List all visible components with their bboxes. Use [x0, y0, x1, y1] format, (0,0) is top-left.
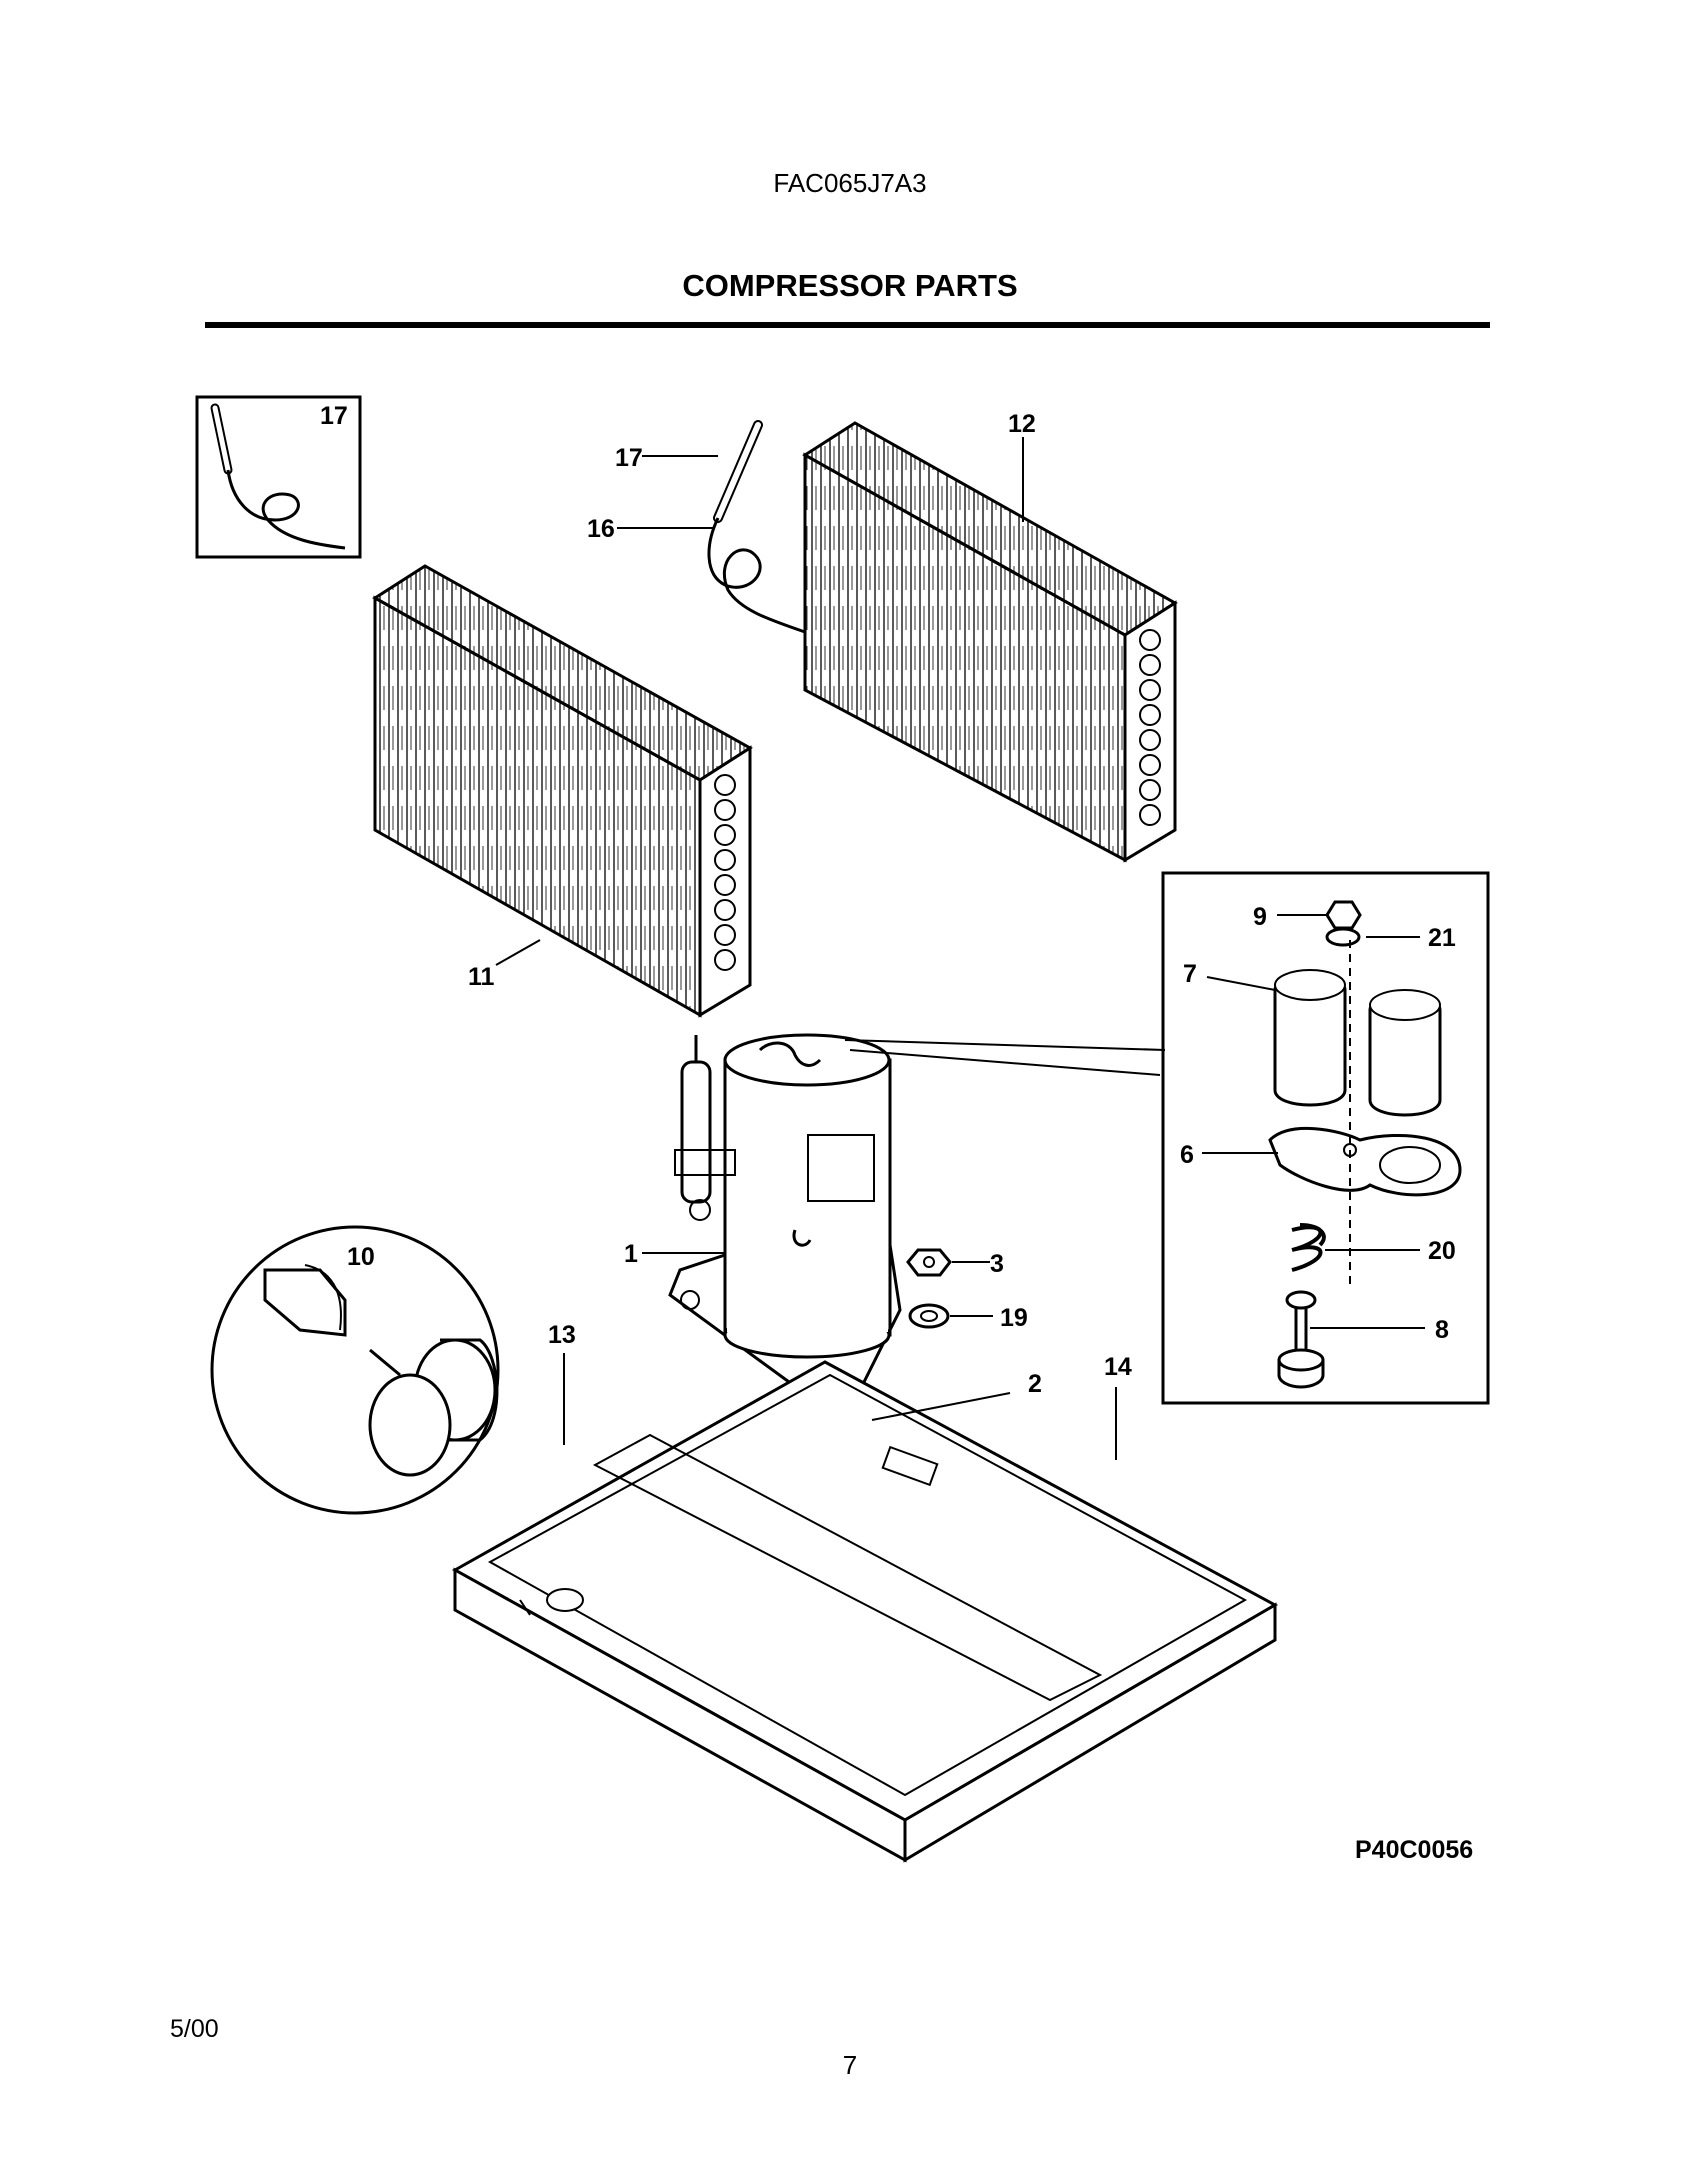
- model-number: FAC065J7A3: [773, 168, 927, 198]
- callout-17: 17: [615, 444, 643, 472]
- evaporator-coil-11: [372, 564, 753, 1018]
- nut-3: [906, 1248, 952, 1277]
- callout-13: 13: [548, 1321, 576, 1349]
- callout-19: 19: [1000, 1304, 1028, 1332]
- page-number: 7: [842, 2050, 858, 2080]
- callout-20: 20: [1428, 1237, 1456, 1265]
- drawing-code: P40C0056: [1355, 1836, 1474, 1864]
- callout-2: 2: [1028, 1370, 1042, 1398]
- callout-9: 9: [1253, 903, 1267, 931]
- condenser-coil-12: [802, 421, 1178, 863]
- callout-1: 1: [624, 1240, 638, 1268]
- callout-16: 16: [587, 515, 615, 543]
- callout-7: 7: [1183, 960, 1197, 988]
- callout-6: 6: [1180, 1141, 1194, 1169]
- washer-19: [908, 1303, 950, 1329]
- revision-date: 5/00: [170, 2015, 219, 2043]
- callout-12: 12: [1008, 410, 1036, 438]
- compressor-1: [668, 1033, 902, 1392]
- inset-17: [195, 395, 362, 559]
- callout-3: 3: [990, 1250, 1004, 1278]
- leader-lines: [495, 437, 1425, 1460]
- inset-overload: [1161, 871, 1490, 1405]
- base-pan-13-14: [451, 1360, 1279, 1863]
- title-rule: [205, 322, 1490, 328]
- callout-14: 14: [1104, 1353, 1132, 1381]
- callout-8: 8: [1435, 1316, 1449, 1344]
- callout-11: 11: [468, 963, 495, 991]
- capillary-tube-16: [707, 420, 806, 634]
- detail-circle-10: [210, 1225, 500, 1515]
- callout-labels: 17 17 16 12 11 9 21 7 6 20 8 10 1 3 19 1…: [320, 402, 1456, 1398]
- callout-17-inset: 17: [320, 402, 348, 430]
- callout-21: 21: [1428, 924, 1456, 952]
- callout-10: 10: [347, 1243, 375, 1271]
- page-title: COMPRESSOR PARTS: [682, 268, 1018, 303]
